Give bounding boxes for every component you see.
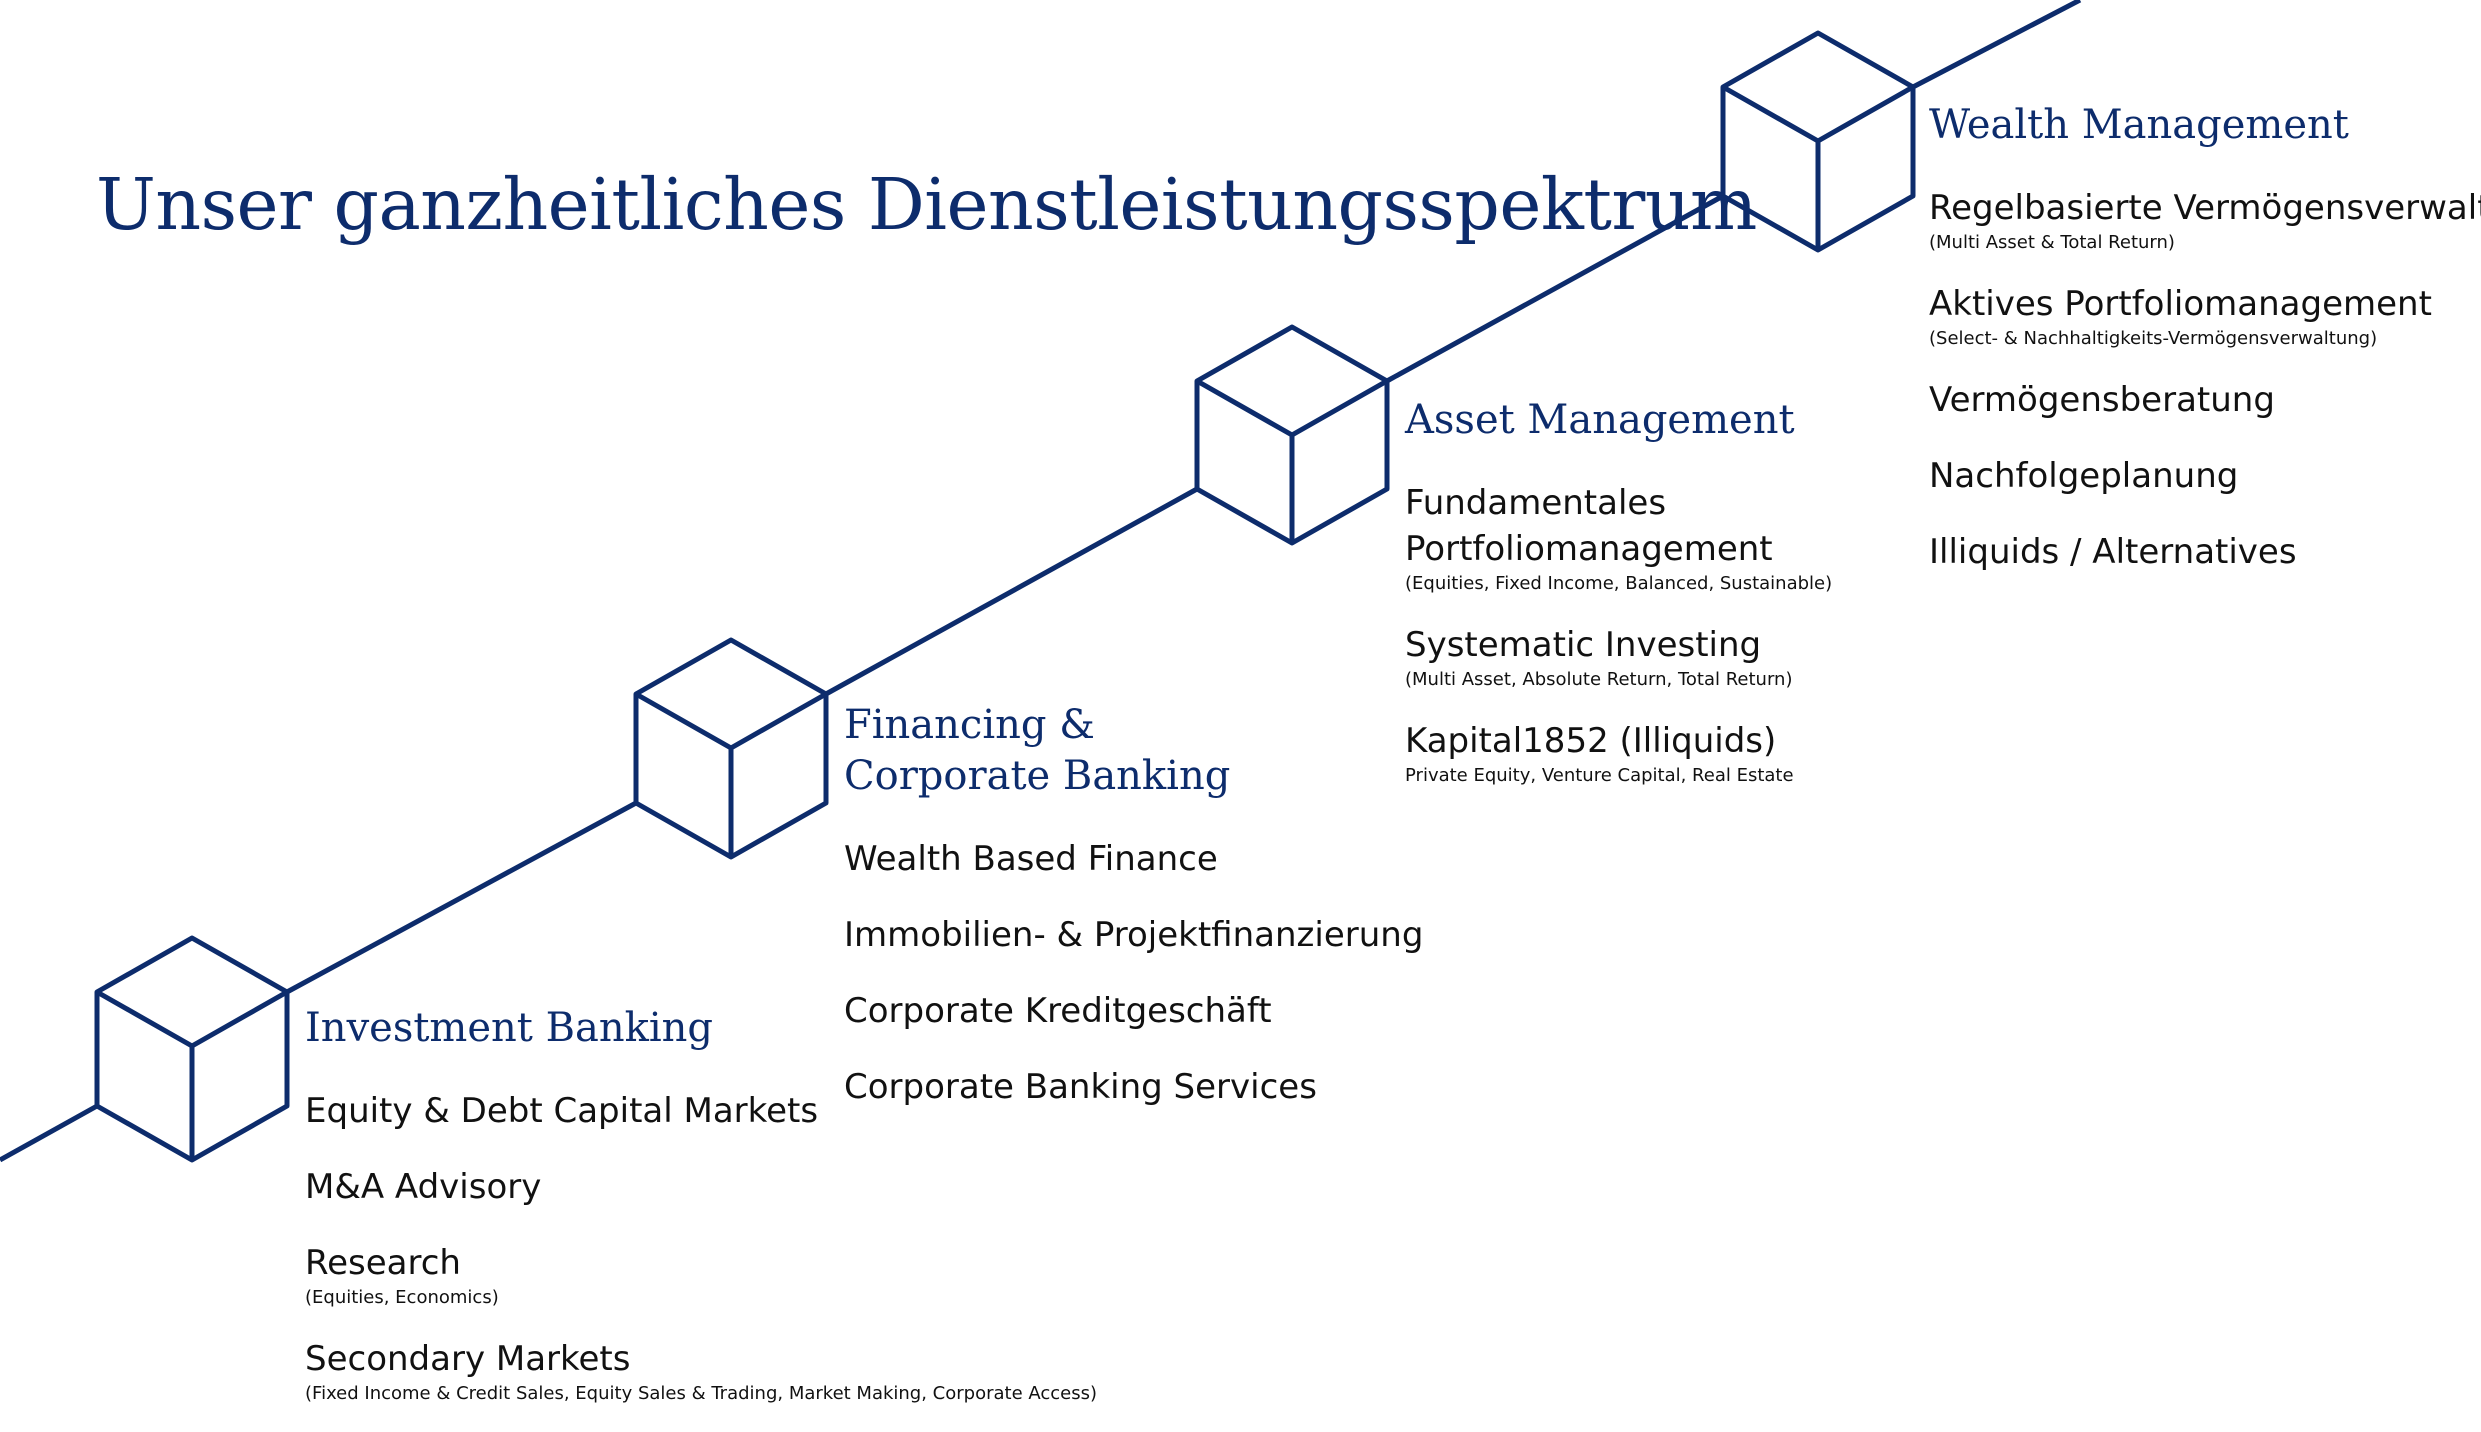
service-item: Corporate Banking Services bbox=[844, 1064, 1423, 1110]
service-item-subtext: (Select- & Nachhaltigkeits-Vermögensverw… bbox=[1929, 328, 2378, 349]
service-item: Secondary Markets (Fixed Income & Credit … bbox=[305, 1336, 1097, 1406]
service-item: Research (Equities, Economics) bbox=[305, 1240, 1097, 1310]
service-item-label: Vermögensberatung bbox=[1929, 380, 2275, 420]
service-item-label: Immobilien- & Projektfinanzierung bbox=[844, 915, 1424, 955]
service-item: Vermögensberatung bbox=[1929, 377, 2481, 423]
cube-top-edge bbox=[1721, 84, 1915, 144]
service-item-subtext: (Equities, Fixed Income, Balanced, Susta… bbox=[1405, 573, 1833, 594]
service-item: M&A Advisory bbox=[305, 1164, 1097, 1210]
cube-investment-banking bbox=[94, 935, 290, 1163]
connector-line-3 bbox=[824, 486, 1199, 697]
cube-top-edge bbox=[1195, 378, 1389, 438]
service-item-label: M&A Advisory bbox=[305, 1167, 542, 1207]
service-item-label: Corporate Banking Services bbox=[844, 1067, 1317, 1107]
section-heading: Financing &Corporate Banking bbox=[844, 702, 1231, 799]
service-item-label: Equity & Debt Capital Markets bbox=[305, 1091, 819, 1131]
service-item-subtext: (Equities, Economics) bbox=[305, 1287, 499, 1308]
cube-asset-management bbox=[1194, 324, 1390, 546]
service-item: Equity & Debt Capital Markets bbox=[305, 1088, 1097, 1134]
service-item-label: Research bbox=[305, 1243, 461, 1283]
service-item-subtext: Private Equity, Venture Capital, Real Es… bbox=[1405, 765, 1794, 786]
service-item-subtext: (Fixed Income & Credit Sales, Equity Sal… bbox=[305, 1383, 1098, 1404]
service-item-label: Corporate Kreditgeschäft bbox=[844, 991, 1272, 1031]
section-heading: Asset Management bbox=[1405, 397, 1795, 443]
connector-line-2 bbox=[285, 800, 638, 995]
connector-line-4 bbox=[1385, 193, 1725, 384]
cube-wealth-management bbox=[1720, 30, 1916, 253]
connector-line-5 bbox=[1911, 0, 2082, 90]
connector-line-1 bbox=[0, 1103, 99, 1163]
cube-top-edge bbox=[95, 989, 289, 1049]
service-item: Kapital1852 (Illiquids) Private Equity, V… bbox=[1405, 718, 1832, 788]
service-item-subtext: (Multi Asset & Total Return) bbox=[1929, 232, 2175, 253]
service-item-subtext: (Multi Asset, Absolute Return, Total Ret… bbox=[1405, 669, 1793, 690]
cube-top-edge bbox=[634, 691, 828, 751]
connector-lines bbox=[0, 0, 2082, 1163]
section-heading: Investment Banking bbox=[305, 1005, 713, 1051]
service-item: Corporate Kreditgeschäft bbox=[844, 988, 1423, 1034]
service-item: Illiquids / Alternatives bbox=[1929, 529, 2481, 575]
service-item: Nachfolgeplanung bbox=[1929, 453, 2481, 499]
section-heading: Wealth Management bbox=[1929, 102, 2349, 148]
cube-financing-corporate-banking bbox=[633, 637, 829, 860]
cubes bbox=[94, 30, 1916, 1163]
service-item: Regelbasierte Vermögensverwaltung (Multi … bbox=[1929, 185, 2481, 255]
diagram-lines bbox=[0, 0, 2082, 1163]
service-item-label: Nachfolgeplanung bbox=[1929, 456, 2239, 496]
service-item-label: Secondary Markets bbox=[305, 1339, 631, 1379]
service-item: Wealth Based Finance bbox=[844, 836, 1423, 882]
service-item: Systematic Investing (Multi Asset, Absolu… bbox=[1405, 622, 1832, 692]
service-item: Aktives Portfoliomanagement (Select- & Na… bbox=[1929, 281, 2481, 351]
service-item: Immobilien- & Projektfinanzierung bbox=[844, 912, 1423, 958]
page-title: Unser ganzheitliches Dienstleistungsspek… bbox=[96, 163, 1757, 246]
service-item-label: Wealth Based Finance bbox=[844, 839, 1218, 879]
service-item-label: Regelbasierte Vermögensverwaltung bbox=[1929, 188, 2481, 228]
service-item-label: Kapital1852 (Illiquids) bbox=[1405, 721, 1777, 761]
service-item-label: Aktives Portfoliomanagement bbox=[1929, 284, 2432, 324]
service-item-label: Systematic Investing bbox=[1405, 625, 1762, 665]
service-item-label: Illiquids / Alternatives bbox=[1929, 532, 2297, 572]
